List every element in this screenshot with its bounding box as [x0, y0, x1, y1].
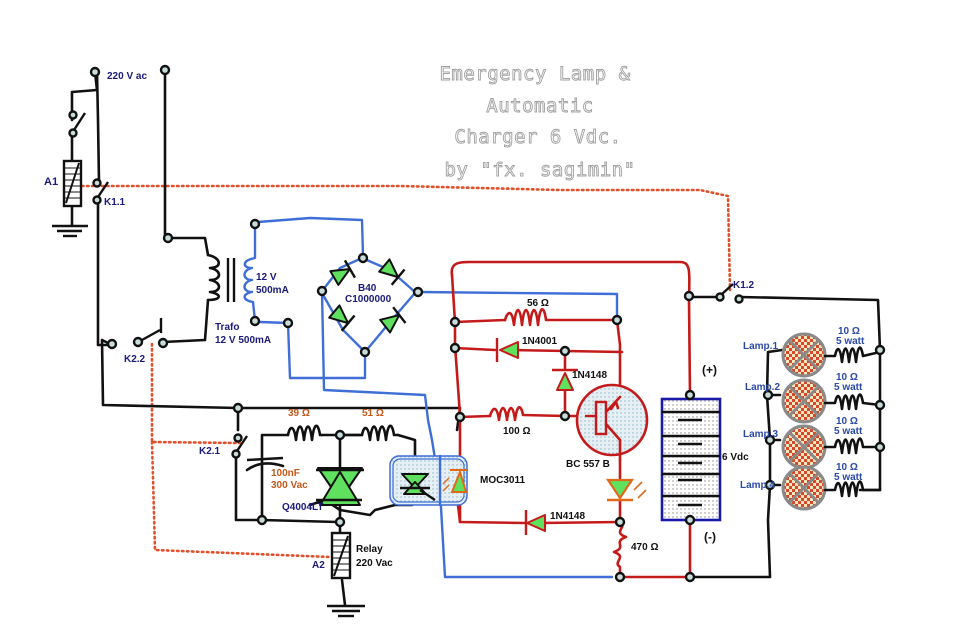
resistor-51-label: 51 Ω: [362, 408, 384, 419]
bridge-diode-2: [378, 258, 406, 286]
lamp-3-resistor-power: 5 watt: [834, 426, 863, 437]
transistor-bc557b: [575, 383, 649, 462]
k2-2-label: K2.2: [124, 354, 146, 365]
mains-wiring: [70, 68, 882, 607]
optocoupler-label: MOC3011: [480, 475, 525, 486]
battery-plus-label: (+): [702, 363, 717, 377]
resistor-56-label: 56 Ω: [527, 298, 549, 309]
indicator-led: [605, 478, 647, 502]
diode-1n4001: [495, 338, 519, 362]
triac-q4004lt: [316, 467, 364, 506]
lamp-1-resistor-value: 10 Ω: [838, 326, 860, 337]
lamp-4-resistor-power: 5 watt: [834, 472, 863, 483]
resistor-39-label: 39 Ω: [288, 408, 310, 419]
resistor-51: [360, 424, 400, 442]
optocoupler-moc3011: [389, 454, 468, 507]
capacitor-value-label: 100nF: [271, 468, 300, 479]
relay-name-label: Relay: [356, 544, 383, 555]
a1-coil-label: A1: [44, 176, 58, 188]
relay-link-lines: [80, 184, 732, 559]
bridge-label-2: C1000000: [345, 294, 392, 305]
transformer: [206, 222, 257, 323]
charger-wiring: [450, 260, 692, 579]
k2-1-label: K2.1: [199, 446, 221, 457]
title-line-4: by "fx. sagimin": [444, 159, 635, 181]
lamp-2-label: Lamp.2: [745, 382, 780, 393]
relay-coil-a2: [330, 531, 352, 580]
lamp-2-resistor-value: 10 Ω: [836, 372, 858, 383]
battery-6vdc: [660, 397, 722, 522]
relay-coil-a1: [62, 159, 83, 208]
bridge-diode-1: [329, 259, 356, 286]
capacitor-rating-label: 300 Vac: [271, 480, 308, 491]
k1-2-contact: [715, 283, 744, 304]
triac-label: Q4004LT: [282, 502, 324, 513]
ground-symbol-a1: [52, 224, 88, 238]
k1-2-label: K1.2: [733, 280, 755, 291]
lamp-2: [781, 378, 882, 424]
battery-voltage-label: 6 Vdc: [722, 452, 749, 463]
bridge-rectifier: [328, 258, 407, 334]
lamp-4-label: Lamp.4: [740, 480, 775, 491]
trafo-rating-label: 12 V 500mA: [215, 335, 271, 346]
ground-symbol-a2: [327, 604, 365, 618]
bridge-diode-3: [328, 304, 356, 332]
resistor-470-label: 470 Ω: [631, 542, 658, 553]
lamp-3-label: Lamp.3: [743, 429, 778, 440]
lamp-4: [781, 465, 882, 511]
k1-1-contact: [92, 178, 109, 205]
capacitor-100nf: [245, 456, 285, 472]
bridge-label-1: B40: [358, 283, 377, 294]
lamp-4-resistor-value: 10 Ω: [836, 462, 858, 473]
k1-1-label: K1.1: [104, 197, 126, 208]
secondary-voltage-label: 12 V: [256, 272, 277, 283]
connection-nodes: [89, 64, 886, 583]
diode-1n4001-label: 1N4001: [522, 336, 557, 347]
bridge-diode-4: [379, 306, 407, 334]
k2-2-contact: [106, 318, 169, 350]
lamp-1-resistor-power: 5 watt: [836, 336, 865, 347]
lamp-2-resistor-power: 5 watt: [834, 382, 863, 393]
relay-rating-label: 220 Vac: [356, 558, 393, 569]
resistor-100-label: 100 Ω: [503, 426, 530, 437]
trafo-name-label: Trafo: [215, 322, 239, 333]
diagram-title: Emergency Lamp & Automatic Charger 6 Vdc…: [439, 63, 635, 182]
diode-1n4148-top: [552, 368, 578, 391]
secondary-current-label: 500mA: [256, 285, 289, 296]
k2-1-contact: [231, 433, 248, 459]
diode-1n4148-bottom: [524, 510, 546, 535]
diode-1n4148-bottom-label: 1N4148: [550, 511, 585, 522]
title-line-3: Charger 6 Vdc.: [454, 126, 621, 148]
title-line-1: Emergency Lamp &: [439, 63, 630, 85]
k1-link-line: [80, 184, 732, 292]
a1-switch: [68, 110, 87, 138]
low-voltage-wiring: [256, 216, 619, 579]
lamp-3-resistor-value: 10 Ω: [836, 416, 858, 427]
lamp-1: [781, 332, 882, 378]
k2-link-line: [150, 342, 332, 559]
lamp-1-label: Lamp.1: [743, 341, 778, 352]
battery-minus-label: (-): [704, 530, 716, 544]
title-line-2: Automatic: [486, 95, 593, 117]
transistor-label: BC 557 B: [566, 459, 610, 470]
mains-supply-label: 220 V ac: [107, 71, 147, 82]
diode-1n4148-top-label: 1N4148: [572, 370, 607, 381]
lamp-3: [781, 424, 882, 470]
a2-coil-label: A2: [312, 560, 325, 571]
labels: 220 V ac A1 K1.1 K1.2 K2.2 K2.1 A2 Relay…: [44, 71, 865, 571]
resistor-39: [286, 424, 324, 442]
